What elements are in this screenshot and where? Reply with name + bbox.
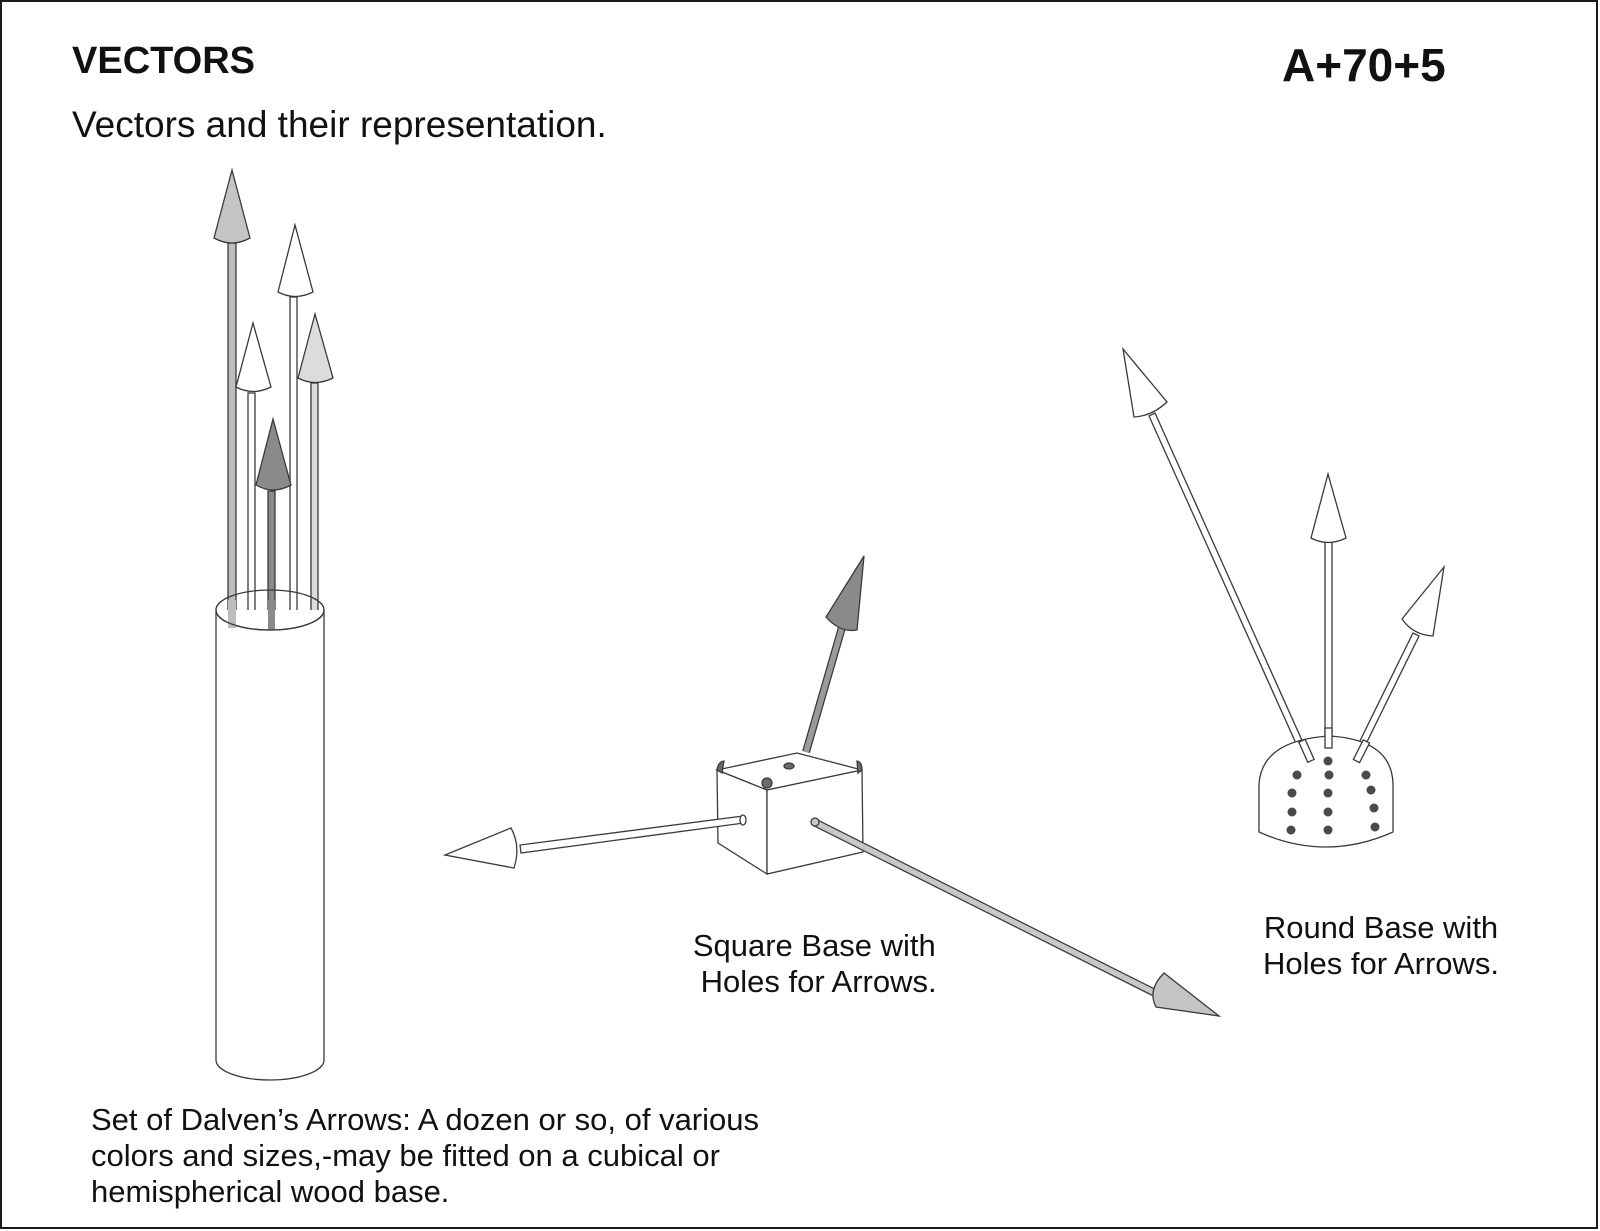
caption-round-base: Round Base with Holes for Arrows.	[1263, 910, 1500, 981]
arrowhead-middle-icon	[1310, 471, 1347, 544]
shaft-white-tall	[289, 296, 298, 626]
arrowhead-dark-icon	[255, 416, 292, 491]
shaft-tall-gray	[227, 242, 237, 624]
arrowhead-tall-gray-icon	[213, 167, 251, 244]
caption-arrow-set: Set of Dalven’s Arrows: A dozen or so, o…	[91, 1102, 759, 1209]
square-base-assembly	[442, 555, 1222, 1017]
arrowhead-white-tall-icon	[277, 222, 314, 298]
arrowhead-light-right-icon	[297, 311, 334, 384]
arrowhead-down-right-icon	[1152, 972, 1222, 1017]
page-title: VECTORS	[72, 40, 256, 82]
caption-square-base: Square Base with Holes for Arrows.	[692, 928, 937, 999]
hole-corner-icon	[761, 777, 773, 789]
hole-grid-icon	[1286, 756, 1380, 835]
arrowhead-right-icon	[1401, 564, 1446, 637]
arrowhead-long-left-icon	[1121, 346, 1168, 418]
shaft-middle	[1324, 539, 1333, 747]
shaft-right	[1355, 632, 1420, 753]
arrowhead-left-icon	[442, 827, 518, 869]
hole-top-icon	[783, 762, 795, 770]
page-subtitle: Vectors and their representation.	[72, 104, 607, 145]
shaft-left	[519, 815, 745, 854]
shaft-light-right	[310, 382, 319, 624]
shaft-long-left	[1148, 412, 1310, 760]
arrowhead-up-dark-icon	[825, 555, 865, 632]
arrowhead-white-left-icon	[235, 320, 272, 393]
catalog-code: A+70+5	[1282, 39, 1446, 91]
round-base-assembly	[1121, 346, 1446, 848]
cylinder-body	[215, 610, 325, 1081]
cylinder-arrow-set	[213, 167, 334, 1081]
